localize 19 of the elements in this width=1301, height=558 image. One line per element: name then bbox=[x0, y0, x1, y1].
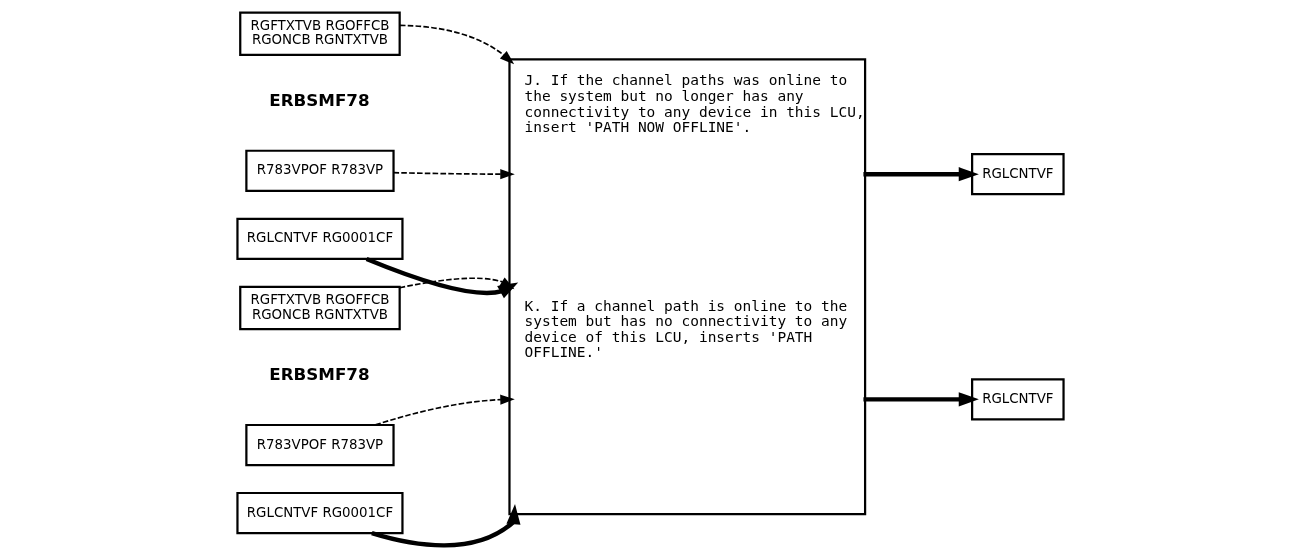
arrow bbox=[863, 167, 979, 182]
arrow bbox=[374, 394, 515, 426]
label: ERBSMF78 bbox=[269, 363, 370, 384]
label: ERBSMF78 bbox=[269, 89, 370, 110]
arrow bbox=[392, 169, 515, 180]
node-box: J. If the channel paths was online to the system but no longer has any connectivity to any device in this LCU, insert 'PATH NOW OFFLINE'. K. If a channel path is online to the system but has no connectivity to any device of this LCU, inserts 'PATH OFFLINE.' bbox=[508, 58, 867, 516]
node-box: R783VPOF R783VP bbox=[245, 423, 395, 467]
arrow bbox=[371, 504, 521, 548]
node-box: RGFTXTVB RGOFFCB RGONCB RGNTXTVB bbox=[239, 285, 401, 331]
node-box: RGLCNTVF bbox=[971, 153, 1065, 196]
arrow bbox=[399, 24, 515, 65]
node-box: RGLCNTVF bbox=[971, 378, 1065, 421]
arrow bbox=[863, 392, 979, 407]
arrow bbox=[365, 256, 519, 299]
arrow bbox=[398, 277, 515, 290]
node-box: RGLCNTVF RG0001CF bbox=[236, 217, 404, 260]
node-box: RGLCNTVF RG0001CF bbox=[236, 491, 404, 535]
node-box: RGFTXTVB RGOFFCB RGONCB RGNTXTVB bbox=[239, 11, 401, 56]
node-box: R783VPOF R783VP bbox=[245, 149, 395, 192]
